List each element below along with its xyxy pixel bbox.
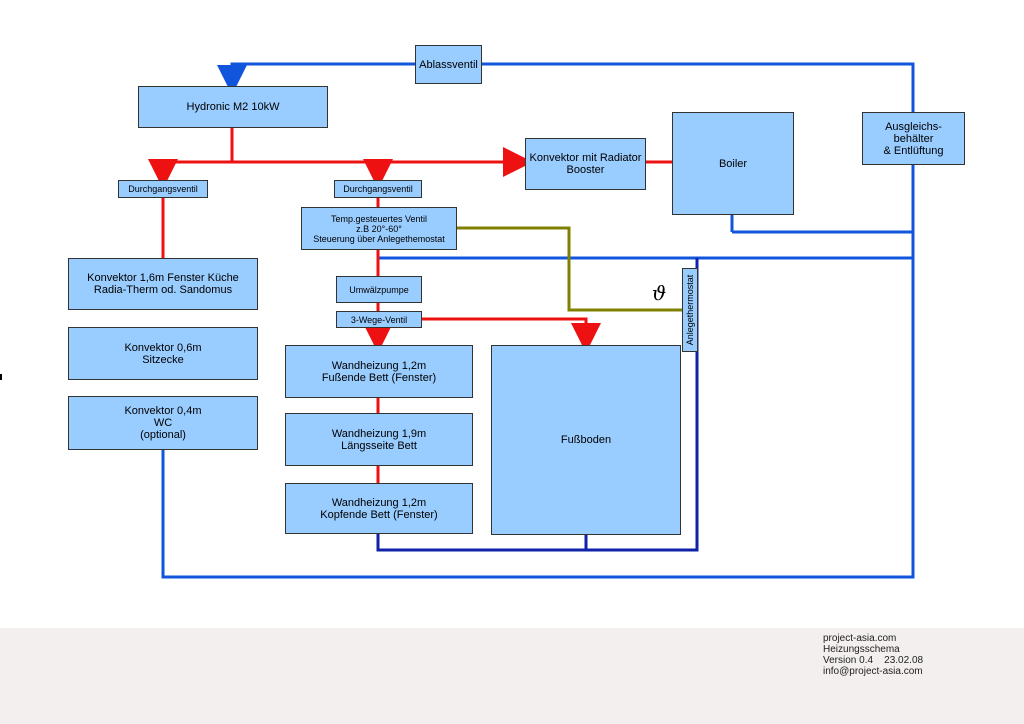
ausgleichsbehaelter-box[interactable]: Ausgleichs- behälter & Entlüftung xyxy=(862,112,965,165)
hydronic-heater-box[interactable]: Hydronic M2 10kW xyxy=(138,86,328,128)
ablassventil-box[interactable]: Ablassventil xyxy=(415,45,482,84)
supply-lines xyxy=(148,128,672,483)
footer-band xyxy=(0,628,1024,724)
footer-site: project-asia.com xyxy=(823,633,897,644)
anlegethermostat-box[interactable]: Anlegethermostat xyxy=(682,268,698,352)
floor-return-lines xyxy=(376,258,699,552)
return-top-right xyxy=(161,62,915,579)
boiler-box[interactable]: Boiler xyxy=(672,112,794,215)
footer-info: project-asia.com Heizungsschema Version … xyxy=(823,633,923,677)
dreiwege-ventil-box[interactable]: 3-Wege-Ventil xyxy=(336,311,422,328)
temperature-symbol-icon: ϑ xyxy=(652,281,667,305)
konvektor-sitzecke-box[interactable]: Konvektor 0,6m Sitzecke xyxy=(68,327,258,380)
konvektor-wc-box[interactable]: Konvektor 0,4m WC (optional) xyxy=(68,396,258,450)
return-top-to-hydronic xyxy=(217,62,415,95)
temp-ventil-box[interactable]: Temp.gesteuertes Ventil z.B 20°-60° Steu… xyxy=(301,207,457,250)
wandheizung-fussende-box[interactable]: Wandheizung 1,2m Fußende Bett (Fenster) xyxy=(285,345,473,398)
durchgangsventil-left-box[interactable]: Durchgangsventil xyxy=(118,180,208,198)
durchgangsventil-mid-box[interactable]: Durchgangsventil xyxy=(334,180,422,198)
umwaelzpumpe-box[interactable]: Umwälzpumpe xyxy=(336,276,422,303)
konvektor-kueche-box[interactable]: Konvektor 1,6m Fenster Küche Radia-Therm… xyxy=(68,258,258,310)
wandheizung-kopfende-box[interactable]: Wandheizung 1,2m Kopfende Bett (Fenster) xyxy=(285,483,473,534)
sensor-line xyxy=(456,226,682,312)
edge-marker xyxy=(0,374,2,380)
anlegethermostat-label: Anlegethermostat xyxy=(685,274,695,346)
footer-title: Heizungsschema xyxy=(823,644,900,655)
wandheizung-laengsseite-box[interactable]: Wandheizung 1,9m Längsseite Bett xyxy=(285,413,473,466)
return-lines xyxy=(161,62,915,579)
fussboden-box[interactable]: Fußboden xyxy=(491,345,681,535)
footer-version: Version 0.4 23.02.08 xyxy=(823,655,924,666)
footer-email: info@project-asia.com xyxy=(823,666,923,677)
konvektor-radiator-box[interactable]: Konvektor mit Radiator Booster xyxy=(525,138,646,190)
